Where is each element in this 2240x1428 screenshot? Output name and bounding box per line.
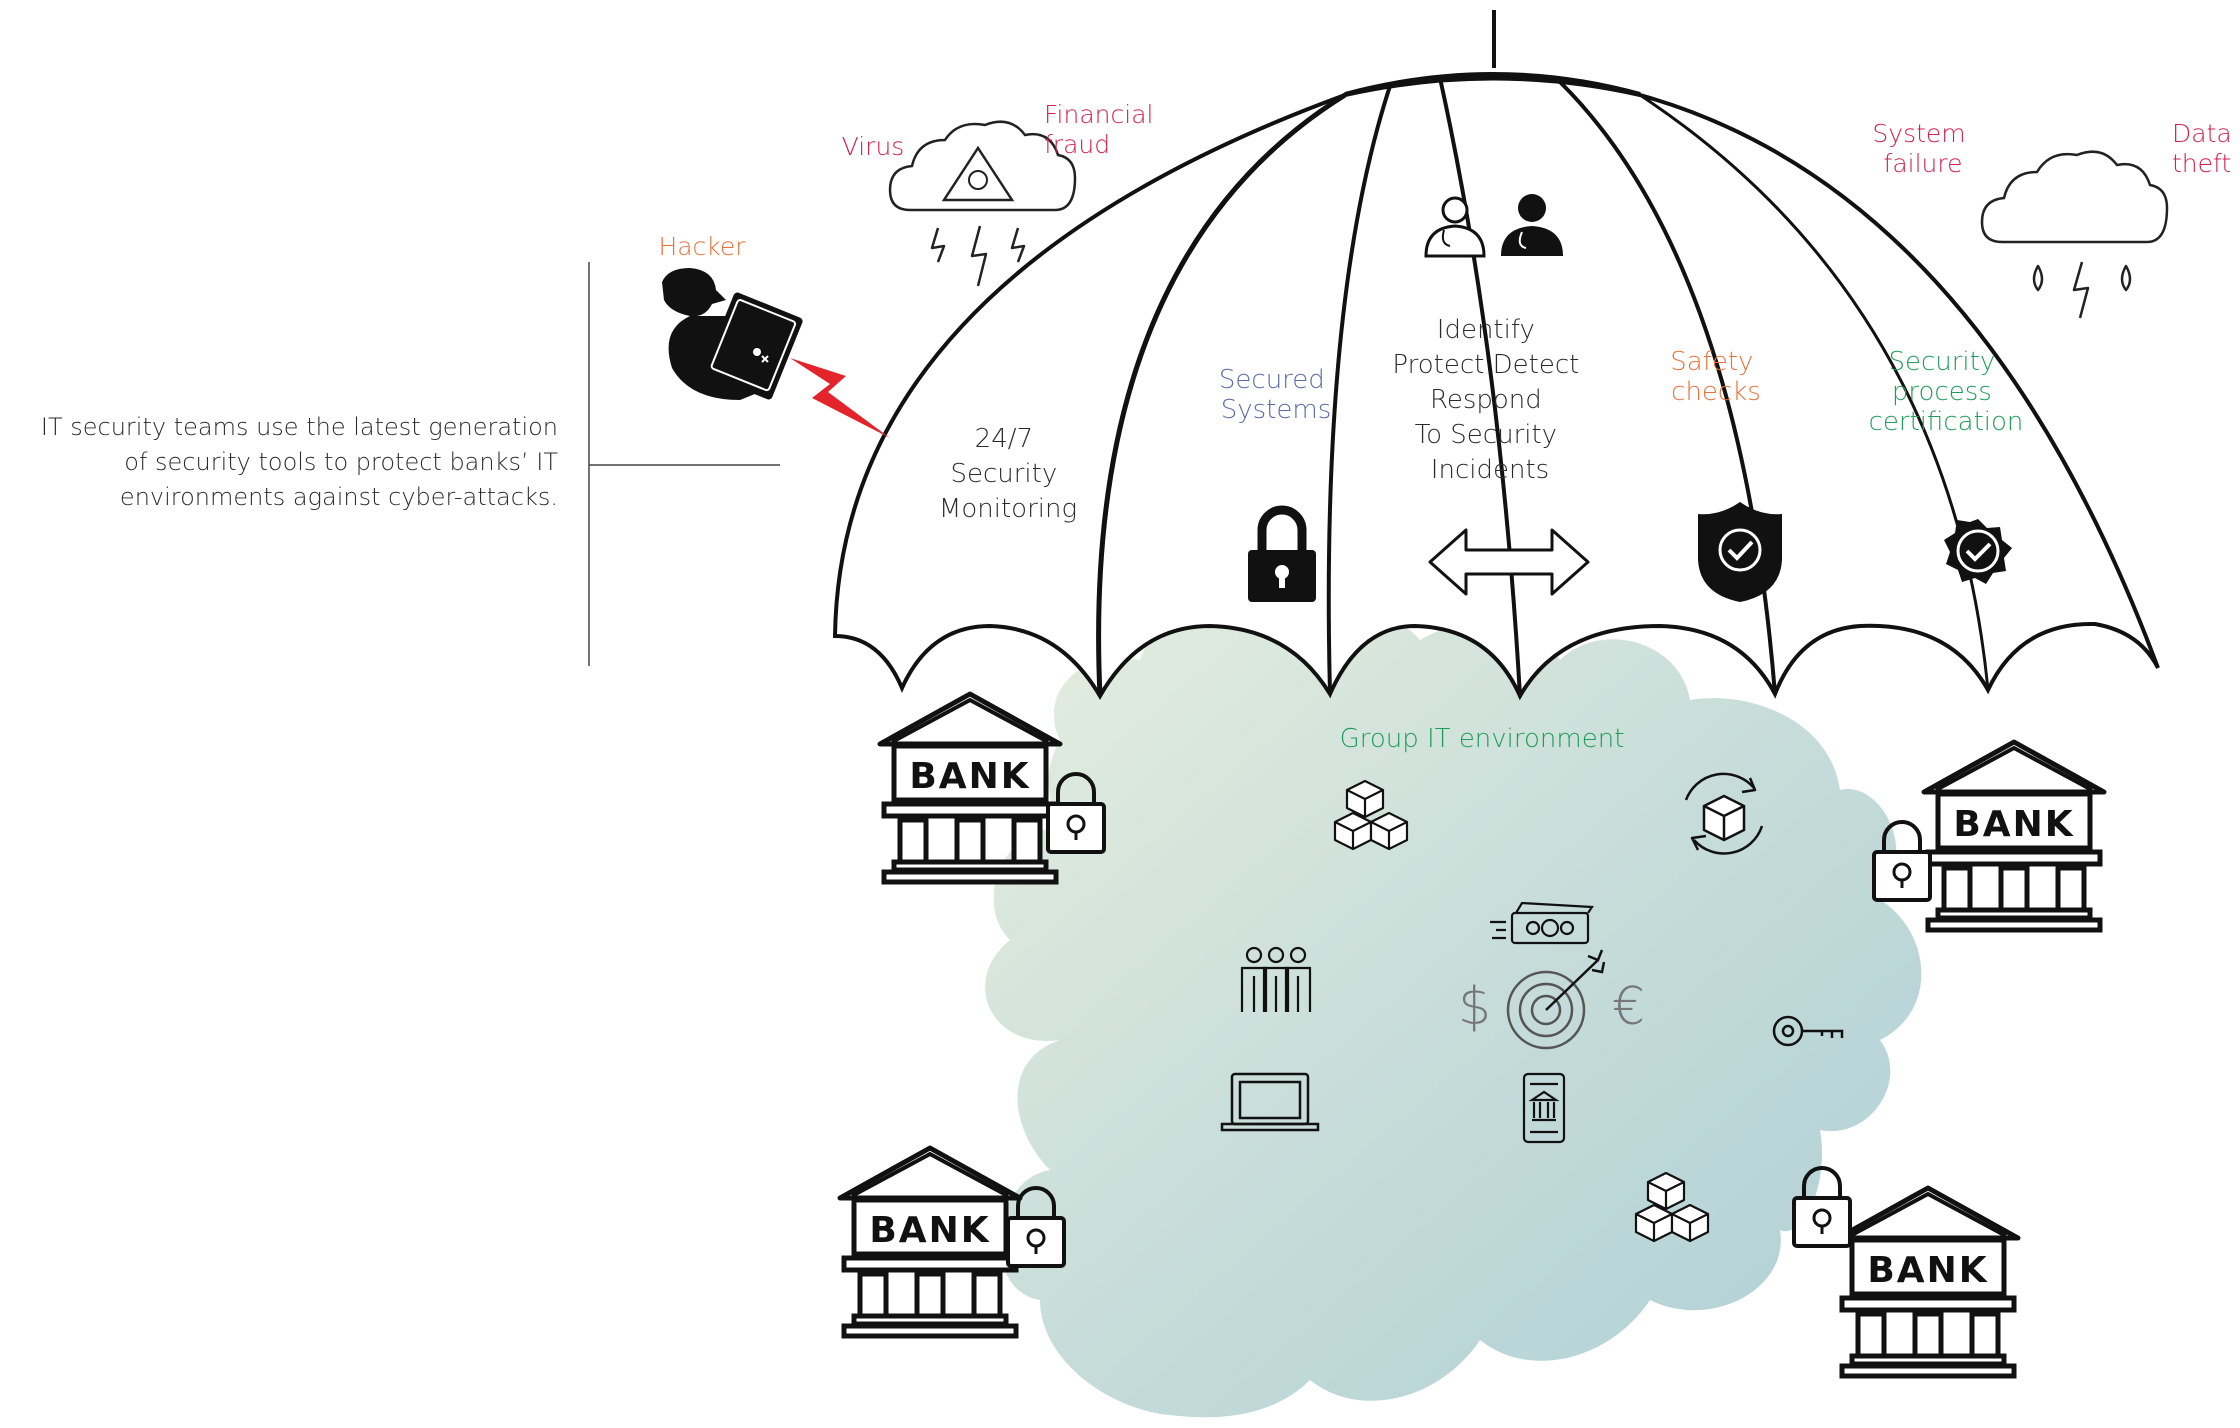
safety-checks-label: Safety checks: [1670, 347, 1761, 407]
bank-icon: BANK: [1792, 1166, 2018, 1376]
bank-icon: BANK: [840, 1148, 1066, 1336]
badge-check-icon: [1944, 519, 2012, 584]
caption-line: of security tools to protect banks’ IT: [124, 448, 558, 476]
svg-text:BANK: BANK: [1953, 804, 2074, 845]
data-theft-label: Data theft: [2172, 119, 2240, 178]
svg-text:BANK: BANK: [869, 1210, 990, 1251]
hacker-label: Hacker: [658, 232, 746, 261]
svg-text:BANK: BANK: [909, 756, 1030, 797]
svg-text:$: $: [1458, 977, 1491, 1037]
svg-text:BANK: BANK: [1867, 1250, 1988, 1291]
rain-cloud: [1980, 150, 2169, 319]
mobile-bank-icon: [1522, 1072, 1566, 1144]
monitoring-label: 24/7 Security Monitoring: [939, 424, 1077, 524]
rain-icon: [2032, 261, 2132, 319]
warning-biohazard-icon: [941, 145, 1015, 202]
umbrella-canopy: [832, 76, 2160, 701]
environment-title: Group IT environment: [1340, 724, 1625, 754]
system-failure-label: System failure: [1872, 119, 1973, 178]
bank-icon: BANK: [880, 694, 1106, 882]
callout-bracket: [588, 262, 780, 666]
certification-label: Security process certification: [1869, 347, 2024, 437]
key-icon: [1772, 1015, 1844, 1047]
virus-label: Virus: [842, 132, 905, 161]
bank-icon: BANK: [1872, 742, 2104, 930]
incidents-label: Identify Protect Detect Respond To Secur…: [1392, 315, 1587, 485]
caption-line: IT security teams use the latest generat…: [40, 413, 558, 441]
secured-systems-label: Secured Systems: [1219, 365, 1333, 425]
caption: IT security teams use the latest generat…: [41, 410, 558, 515]
laptop-icon: [1220, 1072, 1320, 1132]
double-arrow-icon: [1428, 528, 1590, 596]
recycle-box-icon: [1684, 772, 1764, 855]
svg-text:€: €: [1612, 977, 1645, 1037]
hacker-icon: [662, 268, 803, 400]
padlock-icon: [1248, 505, 1316, 602]
caption-line: environments against cyber-attacks.: [119, 483, 558, 511]
people-icon: [1240, 946, 1312, 1012]
money-icon: [1490, 901, 1594, 945]
financial-fraud-label: Financial fraud: [1044, 100, 1161, 159]
target-icon: $ €: [1458, 949, 1645, 1050]
virus-cloud: [888, 120, 1077, 287]
lightning-icon: [930, 225, 1026, 287]
hacker-lightning-icon: [790, 358, 890, 438]
shield-check-icon: [1698, 502, 1782, 602]
doctor-icon: [1424, 194, 1563, 258]
